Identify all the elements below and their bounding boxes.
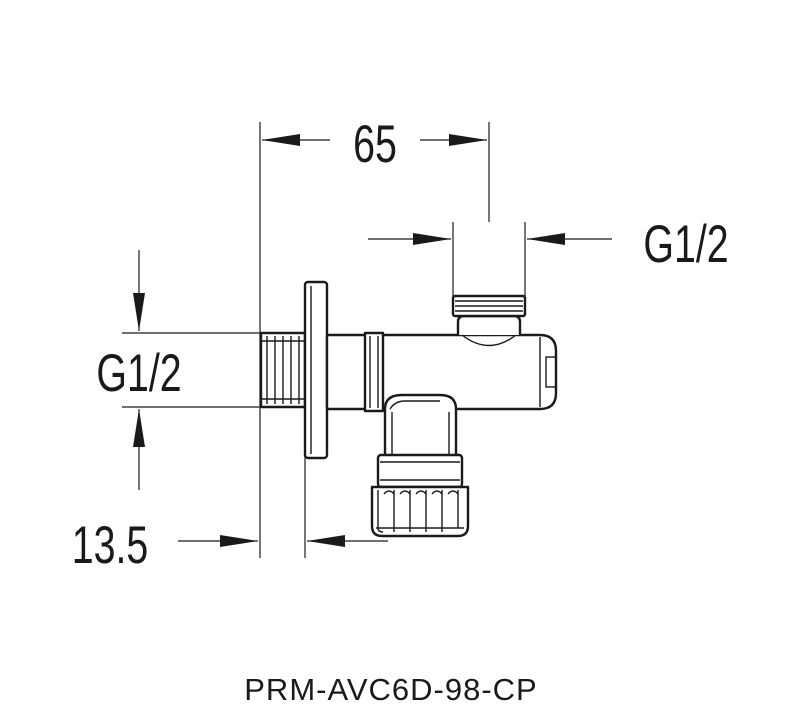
handwheel-knob: [370, 453, 470, 538]
dimension-overall-length: 65: [262, 114, 487, 173]
flange-offset-label: 13.5: [72, 515, 149, 574]
overall-length-label: 65: [353, 114, 397, 173]
dimension-outlet-thread: G1/2: [368, 214, 729, 273]
lower-neck: [383, 393, 458, 458]
inlet-thread-stub: [259, 331, 307, 409]
angle-valve-body: [259, 280, 558, 538]
top-outlet: [451, 294, 527, 347]
dimension-inlet-thread: G1/2: [96, 250, 182, 490]
inlet-thread-label: G1/2: [96, 343, 181, 402]
main-body: [325, 331, 558, 413]
outlet-thread-label: G1/2: [643, 214, 728, 273]
model-code: PRM-AVC6D-98-CP: [244, 672, 537, 707]
wall-flange: [303, 280, 329, 460]
dimension-flange-offset: 13.5: [72, 515, 388, 574]
